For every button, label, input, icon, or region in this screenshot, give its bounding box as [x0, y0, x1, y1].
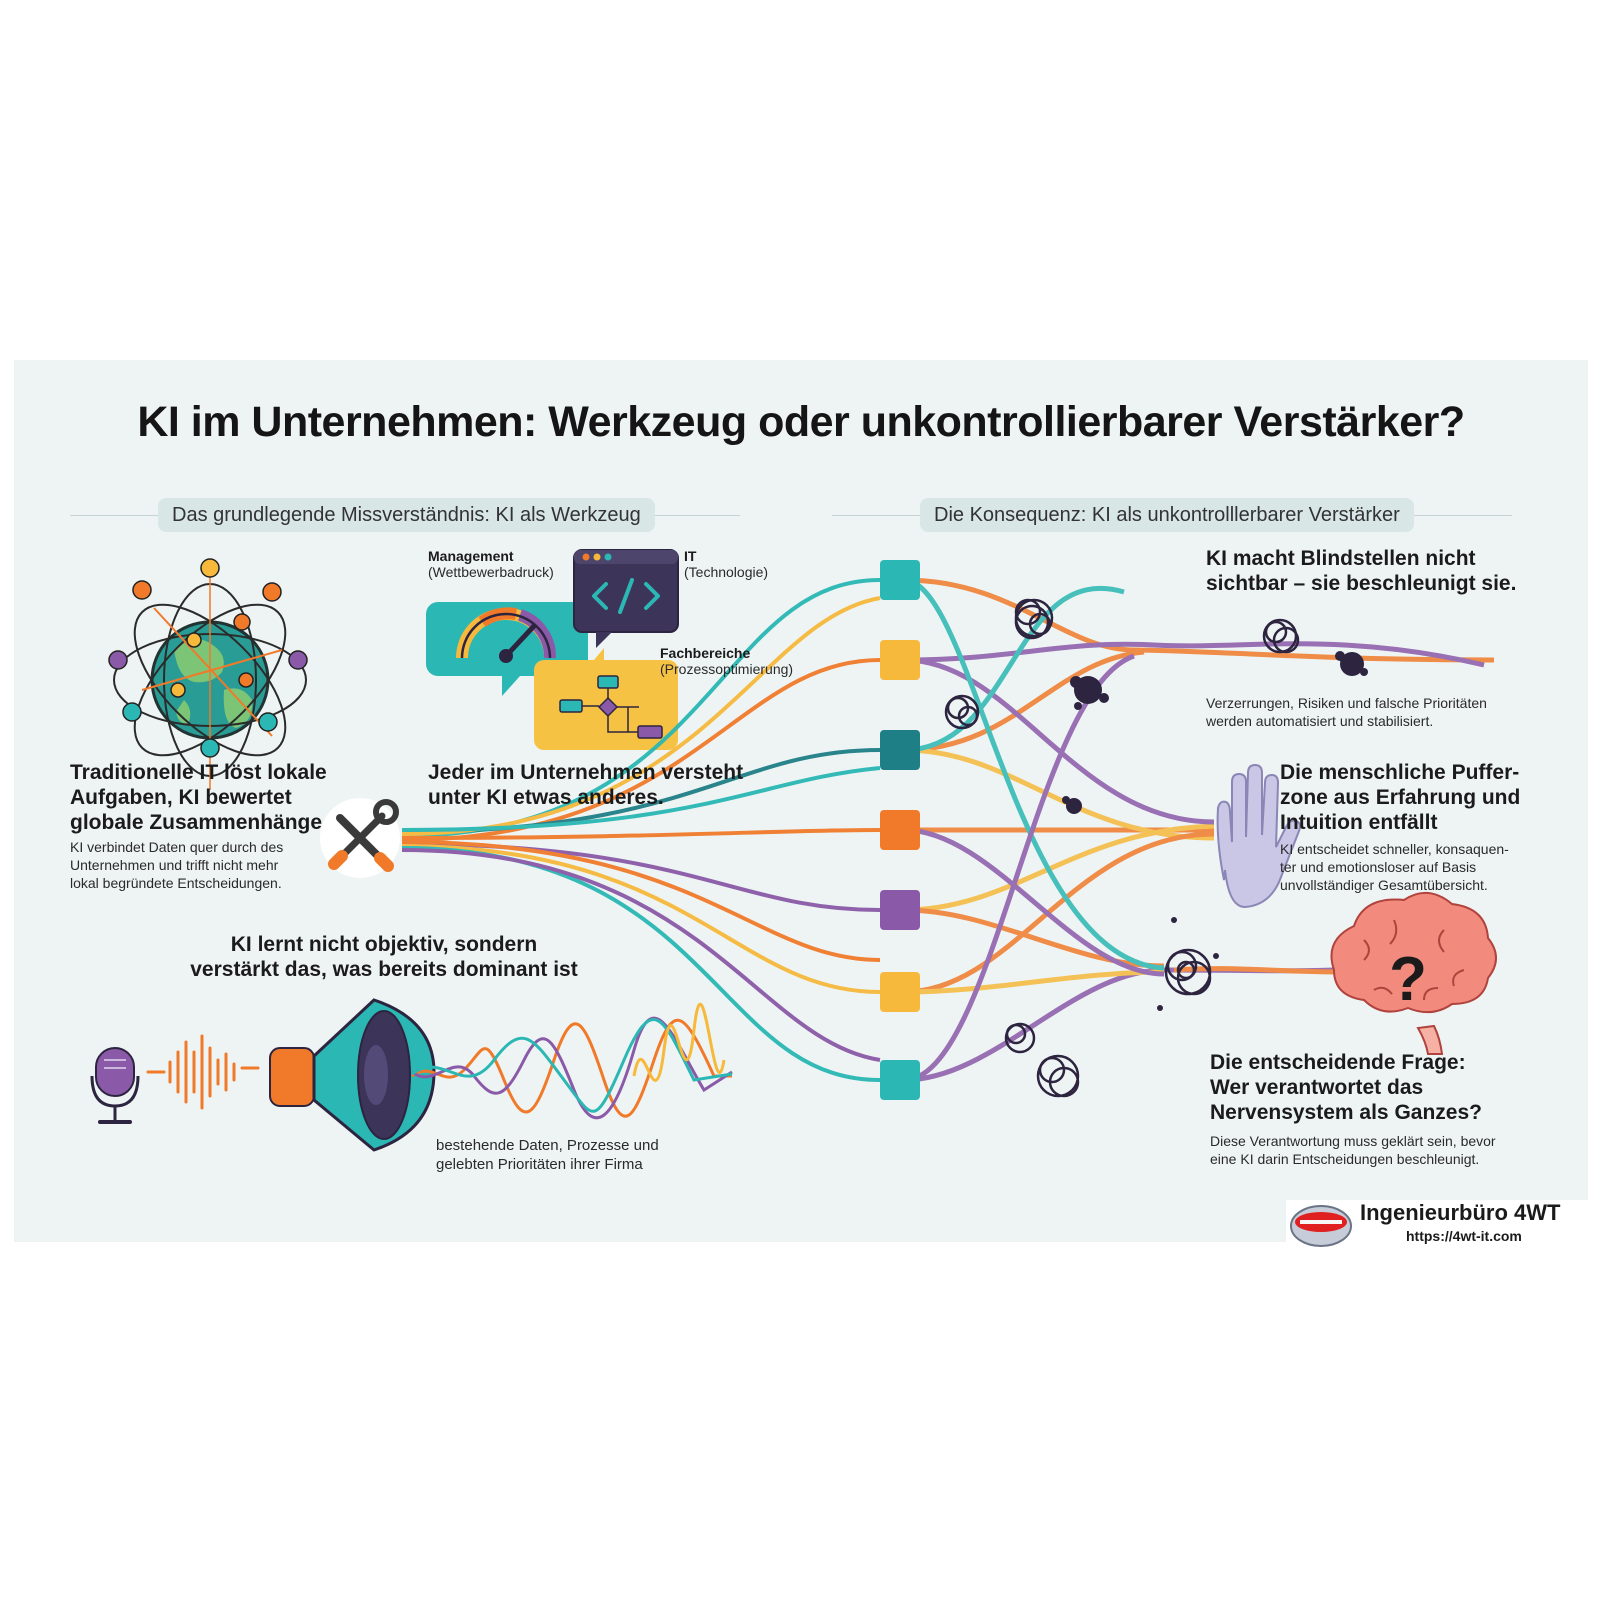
node-yellow: [880, 640, 920, 680]
node-teal: [880, 560, 920, 600]
node-purple: [880, 890, 920, 930]
perspectives-caption: Jeder im Unternehmen versteht unter KI e…: [428, 760, 748, 810]
amplifier-heading: KI lernt nicht objektiv, sondern verstär…: [174, 932, 594, 982]
amplifier-caption-line: bestehende Daten, Prozesse und: [436, 1137, 659, 1154]
tangle-knot: [1262, 618, 1300, 654]
question-heading-line: Wer verantwortet das: [1210, 1076, 1424, 1099]
node-teal-2: [880, 1060, 920, 1100]
svg-text:?: ?: [1389, 945, 1427, 1014]
blindspots-heading: KI macht Blindstellen nicht sichtbar – s…: [1206, 546, 1546, 596]
tangle-knot: [1004, 1022, 1036, 1054]
speaker-icon: [269, 998, 436, 1152]
globe-body-line: Unternehmen und trifft nicht mehr: [70, 857, 279, 873]
diagram-graphics: ?: [90, 549, 1497, 1152]
infographic-panel: KI im Unternehmen: Werkzeug oder unkontr…: [14, 360, 1588, 1242]
right-section-header: Die Konsequenz: KI als unkontrolllerbare…: [920, 498, 1414, 532]
it-title: IT: [684, 548, 697, 564]
question-body-line: Diese Verantwortung muss geklärt sein, b…: [1210, 1133, 1496, 1149]
amplified-flows: [903, 577, 1495, 1083]
globe-body-line: lokal begründete Entscheidungen.: [70, 875, 282, 891]
fach-title: Fachbereiche: [660, 645, 751, 661]
brain-question-icon: ?: [1330, 892, 1497, 1055]
globe-heading-line: Aufgaben, KI bewertet: [70, 786, 292, 809]
brand-name: Ingenieurbüro 4WT: [1360, 1200, 1561, 1225]
globe-body-line: KI verbindet Daten quer durch des: [70, 839, 284, 855]
globe-network-icon: [108, 558, 308, 790]
brand-url[interactable]: https://4wt-it.com: [1406, 1228, 1522, 1244]
buffer-body: KI entscheidet schneller, konsaquen- ter…: [1280, 840, 1570, 894]
input-wave: [146, 1034, 260, 1110]
brand-emblem-icon: [1290, 1205, 1352, 1247]
amplified-wave: [411, 1002, 733, 1120]
brand-logo[interactable]: Ingenieurbüro 4WT https://4wt-it.com: [1286, 1200, 1592, 1248]
question-body: Diese Verantwortung muss geklärt sein, b…: [1210, 1132, 1530, 1168]
tangle-knot: [944, 694, 980, 730]
node-column: [880, 560, 920, 1100]
question-heading-line: Nervensystem als Ganzes?: [1210, 1101, 1482, 1124]
it-sub: (Technologie): [684, 564, 769, 580]
tangle-knot: [1036, 1054, 1080, 1098]
buffer-body-line: ter und emotionsloser auf Basis: [1280, 859, 1477, 875]
code-window-icon: [573, 549, 679, 648]
buffer-heading-line: zone aus Erfahrung und: [1280, 786, 1521, 809]
blindspots-heading-line: sichtbar – sie beschleunigt sie.: [1206, 572, 1517, 595]
blindspots-body: Verzerrungen, Risiken und falsche Priori…: [1206, 694, 1536, 730]
management-label: Management (Wettbewerbadruck): [428, 548, 554, 580]
perspectives-caption-line: Jeder im Unternehmen versteht: [428, 761, 744, 784]
page-title: KI im Unternehmen: Werkzeug oder unkontr…: [137, 398, 1465, 446]
management-title: Management: [428, 548, 514, 564]
it-label: IT (Technologie): [684, 548, 768, 580]
buffer-heading-line: Intuition entfällt: [1280, 811, 1438, 834]
ink-blots: [1062, 651, 1368, 1011]
fach-sub: (Prozessoptimierung): [660, 661, 794, 677]
amplifier-heading-line: verstärkt das, was bereits dominant ist: [190, 958, 578, 981]
buffer-heading: Die menschliche Puffer- zone aus Erfahru…: [1280, 760, 1560, 835]
node-yellow-2: [880, 972, 920, 1012]
tangle-knots: [944, 598, 1300, 1098]
left-section-header: Das grundlegende Missverständnis: KI als…: [158, 498, 655, 532]
fach-label: Fachbereiche (Prozessoptimierung): [660, 645, 793, 677]
management-sub: (Wettbewerbadruck): [428, 564, 554, 580]
tangle-knot: [1014, 598, 1054, 640]
flow-lines: [401, 578, 881, 1082]
node-orange: [880, 810, 920, 850]
amplifier-caption-line: gelebten Prioritäten ihrer Firma: [436, 1156, 643, 1173]
buffer-body-line: unvollständiger Gesamtübersicht.: [1280, 877, 1488, 893]
question-heading: Die entscheidende Frage: Wer verantworte…: [1210, 1050, 1530, 1125]
blindspots-heading-line: KI macht Blindstellen nicht: [1206, 547, 1476, 570]
globe-heading-line: globale Zusammenhänge: [70, 811, 323, 834]
node-dark-teal: [880, 730, 920, 770]
blindspots-body-line: Verzerrungen, Risiken und falsche Priori…: [1206, 695, 1487, 711]
globe-body: KI verbindet Daten quer durch des Untern…: [70, 838, 330, 892]
flowchart-icon: [534, 648, 678, 750]
hand-icon: [1216, 763, 1301, 909]
question-body-line: eine KI darin Entscheidungen beschleunig…: [1210, 1151, 1480, 1167]
amplifier-heading-line: KI lernt nicht objektiv, sondern: [230, 933, 538, 956]
blindspots-body-line: werden automatisiert und stabilisiert.: [1206, 713, 1434, 729]
buffer-body-line: KI entscheidet schneller, konsaquen-: [1280, 841, 1509, 857]
globe-heading: Traditionelle IT löst lokale Aufgaben, K…: [70, 760, 370, 835]
perspectives-caption-line: unter KI etwas anderes.: [428, 786, 664, 809]
microphone-icon: [90, 1047, 140, 1124]
buffer-heading-line: Die menschliche Puffer-: [1280, 761, 1520, 784]
globe-heading-line: Traditionelle IT löst lokale: [70, 761, 327, 784]
question-heading-line: Die entscheidende Frage:: [1210, 1051, 1466, 1074]
tools-icon: [320, 798, 400, 878]
tangle-knot: [1164, 948, 1212, 996]
amplifier-caption: bestehende Daten, Prozesse und gelebten …: [436, 1136, 676, 1174]
